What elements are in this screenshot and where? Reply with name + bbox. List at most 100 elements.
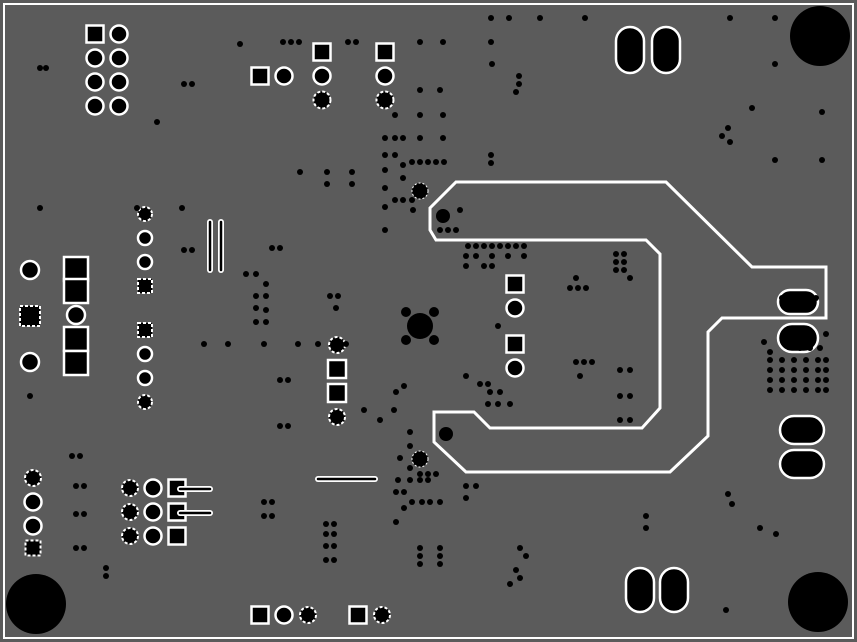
round-pad (143, 502, 163, 522)
via (505, 253, 511, 259)
via (463, 495, 469, 501)
square-pad (137, 278, 153, 294)
via (819, 109, 825, 115)
round-pad (136, 253, 154, 271)
via (324, 169, 330, 175)
via (429, 335, 439, 345)
via (473, 253, 479, 259)
via (331, 543, 337, 549)
via (803, 377, 809, 383)
via (425, 159, 431, 165)
round-pad (19, 259, 41, 281)
via (393, 489, 399, 495)
square-pad (85, 24, 105, 44)
via (393, 389, 399, 395)
via (803, 387, 809, 393)
via (487, 389, 493, 395)
square-pad (326, 358, 348, 380)
via (407, 465, 413, 471)
via (297, 169, 303, 175)
via (400, 197, 406, 203)
via (513, 89, 519, 95)
via (382, 204, 388, 210)
via (463, 263, 469, 269)
via (643, 525, 649, 531)
round-pad (121, 479, 139, 497)
square-pad (19, 305, 41, 327)
via (417, 553, 423, 559)
via (417, 87, 423, 93)
square-pad (326, 382, 348, 404)
via (261, 341, 267, 347)
round-pad (109, 24, 129, 44)
round-pad (85, 48, 105, 68)
via (37, 205, 43, 211)
via (507, 401, 513, 407)
via (617, 393, 623, 399)
round-pad (137, 394, 153, 410)
round-pad (299, 606, 317, 624)
via (349, 169, 355, 175)
via (819, 157, 825, 163)
via (440, 112, 446, 118)
via (823, 387, 829, 393)
round-pad (505, 358, 525, 378)
via (393, 519, 399, 525)
thermal-pad (407, 313, 433, 339)
via (154, 119, 160, 125)
via (103, 573, 109, 579)
round-pad (312, 66, 332, 86)
via (189, 81, 195, 87)
via (813, 295, 819, 301)
via (621, 251, 627, 257)
via (488, 160, 494, 166)
via (627, 393, 633, 399)
via (335, 293, 341, 299)
via (727, 139, 733, 145)
via (582, 15, 588, 21)
via (437, 545, 443, 551)
via (323, 543, 329, 549)
via (465, 243, 471, 249)
oval-pad (778, 448, 826, 480)
via (523, 553, 529, 559)
via (407, 443, 413, 449)
via (521, 253, 527, 259)
via (815, 357, 821, 363)
via (772, 61, 778, 67)
via (400, 175, 406, 181)
via (725, 125, 731, 131)
via (437, 87, 443, 93)
square-pad (62, 349, 90, 377)
via (573, 275, 579, 281)
square-pad (250, 605, 270, 625)
via (77, 453, 83, 459)
via (253, 293, 259, 299)
via (269, 499, 275, 505)
via (400, 135, 406, 141)
round-pad (85, 96, 105, 116)
via (823, 367, 829, 373)
via (729, 501, 735, 507)
via (725, 491, 731, 497)
via (627, 367, 633, 373)
via (807, 345, 813, 351)
via (73, 483, 79, 489)
via (767, 367, 773, 373)
via (81, 545, 87, 551)
via (513, 243, 519, 249)
via (419, 499, 425, 505)
copper-pour-outline (428, 180, 828, 474)
via (425, 477, 431, 483)
via (285, 377, 291, 383)
round-pad (274, 605, 294, 625)
via (791, 377, 797, 383)
square-pad (505, 274, 525, 294)
round-pad (23, 492, 43, 512)
via (573, 359, 579, 365)
via (27, 393, 33, 399)
via (485, 381, 491, 387)
via (407, 477, 413, 483)
via (495, 401, 501, 407)
via (488, 39, 494, 45)
